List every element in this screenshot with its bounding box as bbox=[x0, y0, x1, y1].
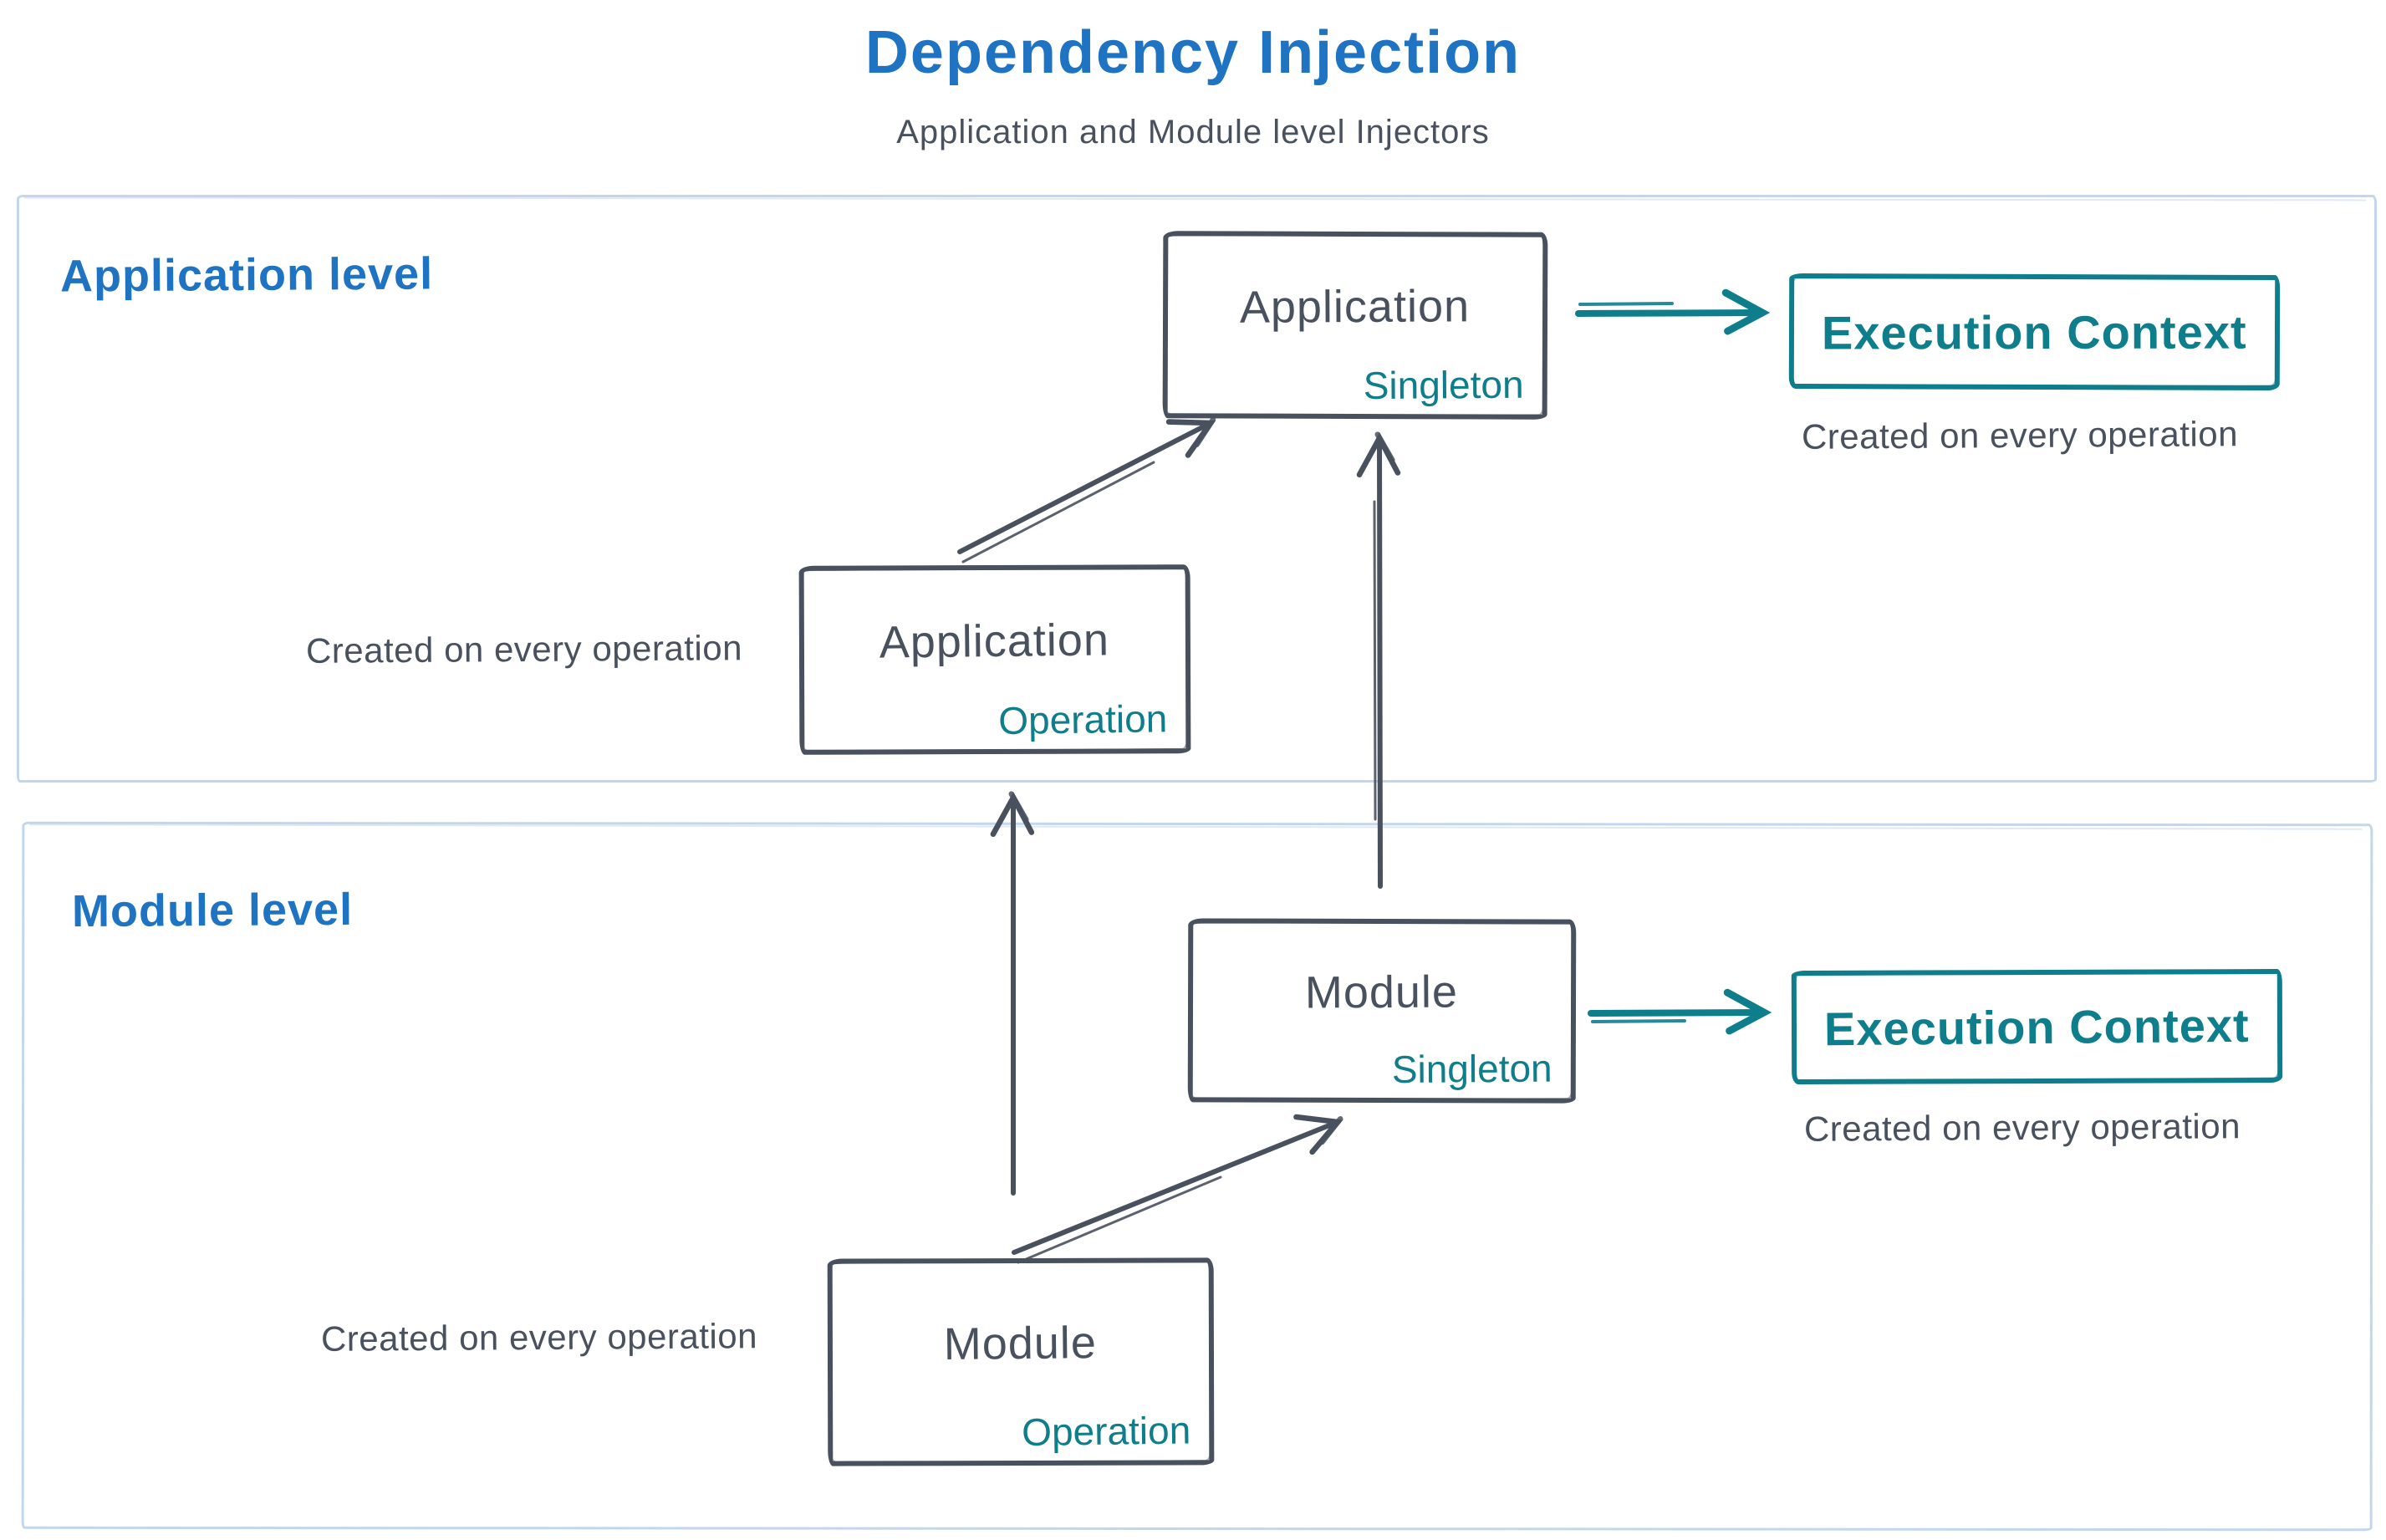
execution-context-title: Execution Context bbox=[1823, 998, 2251, 1055]
caption-created-on-every-operation: Created on every operation bbox=[305, 628, 743, 671]
execution-context-title: Execution Context bbox=[1822, 305, 2247, 359]
module-level-label: Module level bbox=[71, 884, 354, 937]
node-title: Application bbox=[879, 614, 1110, 668]
page-subtitle: Application and Module level Injectors bbox=[896, 114, 1490, 150]
caption-created-on-every-operation: Created on every operation bbox=[1801, 414, 2239, 456]
application-level-container bbox=[17, 195, 2377, 783]
node-execution-context-application: Execution Context bbox=[1788, 273, 2281, 391]
node-application-singleton: Application Singleton bbox=[1162, 231, 1548, 420]
node-tag: Singleton bbox=[1391, 1046, 1553, 1092]
node-tag: Operation bbox=[1021, 1408, 1191, 1455]
node-tag: Operation bbox=[997, 696, 1168, 743]
page-title: Dependency Injection bbox=[864, 19, 1522, 86]
node-application-operation: Application Operation bbox=[798, 564, 1191, 755]
node-title: Module bbox=[943, 1317, 1098, 1370]
caption-created-on-every-operation: Created on every operation bbox=[1803, 1106, 2241, 1149]
node-title: Module bbox=[1305, 966, 1459, 1018]
application-level-label: Application level bbox=[59, 248, 434, 302]
node-module-operation: Module Operation bbox=[827, 1257, 1215, 1466]
node-module-singleton: Module Singleton bbox=[1187, 918, 1577, 1104]
caption-created-on-every-operation: Created on every operation bbox=[320, 1316, 758, 1359]
node-title: Application bbox=[1240, 281, 1471, 333]
node-tag: Singleton bbox=[1363, 362, 1524, 408]
node-execution-context-module: Execution Context bbox=[1791, 968, 2283, 1085]
